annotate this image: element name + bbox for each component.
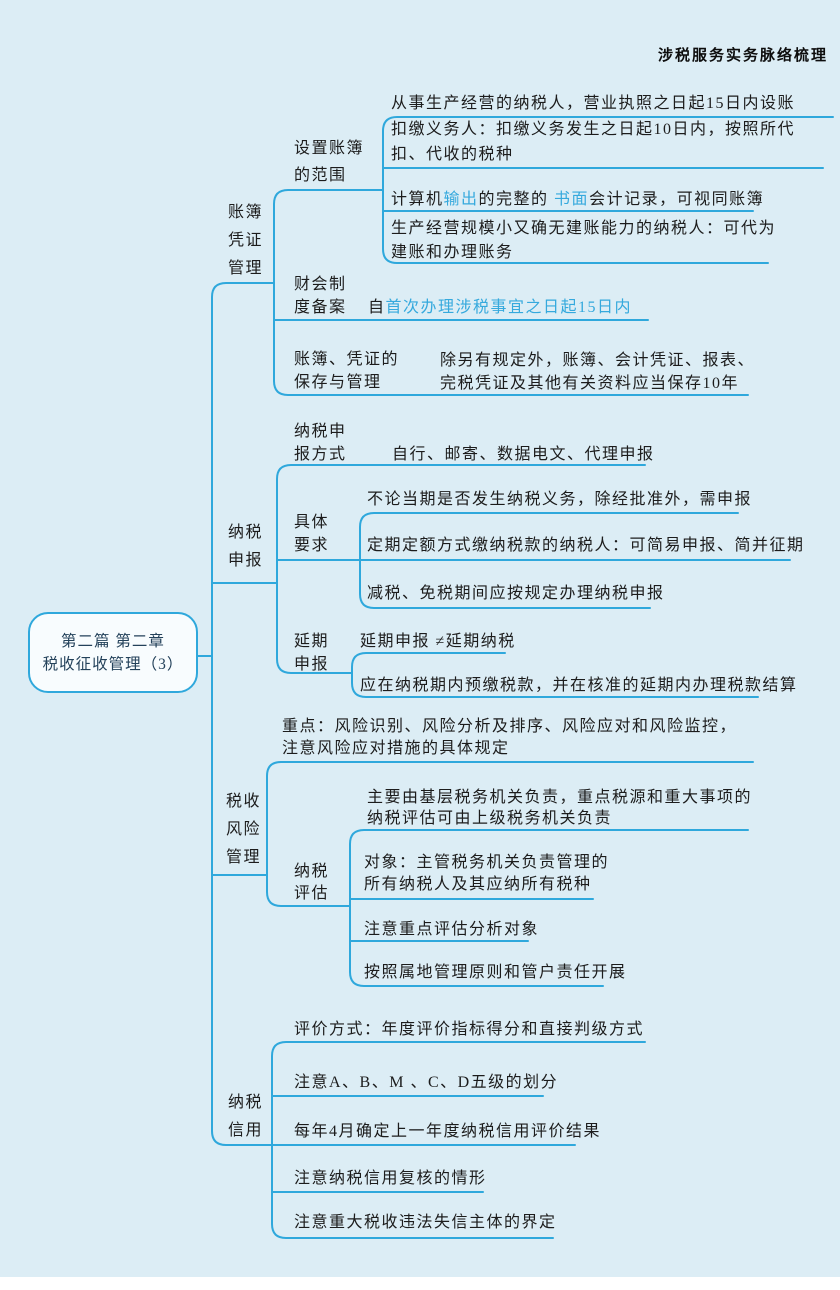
branch-ledger-label: 账簿 bbox=[228, 204, 264, 221]
leaf-filing-1: 自首次办理涉税事宜之日起15日内 bbox=[368, 299, 632, 316]
leaf-assessment-1: 主要由基层税务机关负责，重点税源和重大事项的 bbox=[367, 789, 753, 806]
topic-assessment: 纳税 bbox=[294, 863, 330, 880]
leaf-assessment-2: 所有纳税人及其应纳所有税种 bbox=[364, 876, 592, 893]
leaf-filing-1-highlight: 首次办理涉税事宜之日起15日内 bbox=[385, 299, 633, 316]
topic-requirements: 要求 bbox=[294, 537, 330, 554]
leaf-risk-1: 重点：风险识别、风险分析及排序、风险应对和风险监控， bbox=[282, 718, 738, 735]
branch-credit-label: 信用 bbox=[228, 1122, 264, 1139]
subtrunk-b3-eval bbox=[349, 829, 749, 987]
topic-assessment: 评估 bbox=[294, 885, 330, 902]
topic-method: 报方式 bbox=[294, 446, 347, 463]
leaf-scope-3-text: 计算机 bbox=[391, 191, 444, 208]
subtrunk-b2-req bbox=[359, 512, 739, 609]
leaf-scope-3-highlight: 书面 bbox=[554, 191, 590, 208]
leaf-scope-3-text: 会计记录，可视同账簿 bbox=[589, 191, 765, 208]
subtrunk-b4 bbox=[271, 1041, 646, 1239]
subtrunk-b2-delay bbox=[351, 652, 759, 698]
leaf-scope-4: 生产经营规模小又确无建账能力的纳税人：可代为 bbox=[391, 220, 777, 237]
branch-declare-label: 申报 bbox=[228, 552, 264, 569]
root-topic-line1: 第二篇 第二章 bbox=[61, 633, 165, 650]
leaf-assessment-3: 注意重点评估分析对象 bbox=[364, 921, 540, 938]
leaf-scope-4: 建账和办理账务 bbox=[391, 244, 514, 261]
leaf-credit-5: 注意重大税收违法失信主体的界定 bbox=[294, 1214, 557, 1231]
leaf-scope-2: 扣、代收的税种 bbox=[391, 146, 514, 163]
root-topic-line2: 税收征收管理（3） bbox=[42, 656, 184, 673]
leaf-assessment-4: 按照属地管理原则和管户责任开展 bbox=[364, 964, 627, 981]
subtrunk-b2 bbox=[276, 464, 646, 674]
leaf-credit-2: 注意A、B、M 、C、D五级的划分 bbox=[294, 1074, 559, 1091]
leaf-req-3: 减税、免税期间应按规定办理纳税申报 bbox=[367, 585, 665, 602]
leaf-req-1: 不论当期是否发生纳税义务，除经批准外，需申报 bbox=[367, 491, 753, 508]
branch-ledger-label: 管理 bbox=[228, 260, 264, 277]
topic-scope: 的范围 bbox=[294, 167, 347, 184]
topic-filing: 财会制 bbox=[294, 276, 347, 293]
branch-risk-label: 风险 bbox=[226, 821, 262, 838]
topic-requirements: 具体 bbox=[294, 514, 330, 531]
leaf-filing-1-text: 自 bbox=[368, 299, 386, 316]
trunk-line bbox=[211, 282, 576, 1146]
leaf-req-2: 定期定额方式缴纳税款的纳税人：可简易申报、简并征期 bbox=[367, 537, 805, 554]
leaf-keep-1: 除另有规定外，账簿、会计凭证、报表、 bbox=[440, 352, 756, 369]
leaf-assessment-2: 对象：主管税务机关负责管理的 bbox=[364, 854, 610, 871]
branch-risk-label: 税收 bbox=[226, 793, 262, 810]
leaf-scope-3-highlight: 输出 bbox=[443, 191, 479, 208]
topic-keep: 账簿、凭证的 bbox=[294, 351, 400, 368]
subtrunk-b3 bbox=[266, 761, 754, 907]
leaf-assessment-1: 纳税评估可由上级税务机关负责 bbox=[367, 810, 613, 827]
page-title: 涉税服务实务脉络梳理 bbox=[657, 47, 828, 64]
topic-deferral: 延期 bbox=[294, 633, 330, 650]
leaf-scope-3: 计算机输出的完整的 书面会计记录，可视同账簿 bbox=[391, 191, 764, 208]
leaf-scope-3-text: 的完整的 bbox=[478, 191, 555, 208]
subtrunk-b1 bbox=[273, 189, 749, 396]
subtrunk-b1-scope bbox=[382, 116, 834, 264]
leaf-credit-4: 注意纳税信用复核的情形 bbox=[294, 1170, 487, 1187]
bottom-margin-strip bbox=[0, 1277, 840, 1290]
root-topic-box bbox=[28, 612, 198, 693]
branch-risk-label: 管理 bbox=[226, 849, 262, 866]
topic-deferral: 申报 bbox=[294, 656, 330, 673]
leaf-risk-1: 注意风险应对措施的具体规定 bbox=[282, 740, 510, 757]
branch-declare-label: 纳税 bbox=[228, 524, 264, 541]
leaf-method-1: 自行、邮寄、数据电文、代理申报 bbox=[392, 446, 655, 463]
leaf-credit-3: 每年4月确定上一年度纳税信用评价结果 bbox=[294, 1123, 602, 1140]
leaf-keep-1: 完税凭证及其他有关资料应当保存10年 bbox=[440, 375, 740, 392]
topic-filing: 度备案 bbox=[294, 299, 347, 316]
leaf-scope-2: 扣缴义务人：扣缴义务发生之日起10日内，按照所代 bbox=[391, 121, 796, 138]
topic-scope: 设置账簿 bbox=[294, 140, 365, 157]
leaf-credit-1: 评价方式：年度评价指标得分和直接判级方式 bbox=[294, 1021, 645, 1038]
topic-method: 纳税申 bbox=[294, 423, 347, 440]
leaf-scope-1: 从事生产经营的纳税人，营业执照之日起15日内设账 bbox=[391, 95, 796, 112]
branch-ledger-label: 凭证 bbox=[228, 232, 264, 249]
topic-keep: 保存与管理 bbox=[294, 374, 382, 391]
leaf-deferral-2: 应在纳税期内预缴税款，并在核准的延期内办理税款结算 bbox=[360, 677, 798, 694]
leaf-deferral-1: 延期申报 ≠延期纳税 bbox=[360, 633, 516, 650]
branch-credit-label: 纳税 bbox=[228, 1094, 264, 1111]
